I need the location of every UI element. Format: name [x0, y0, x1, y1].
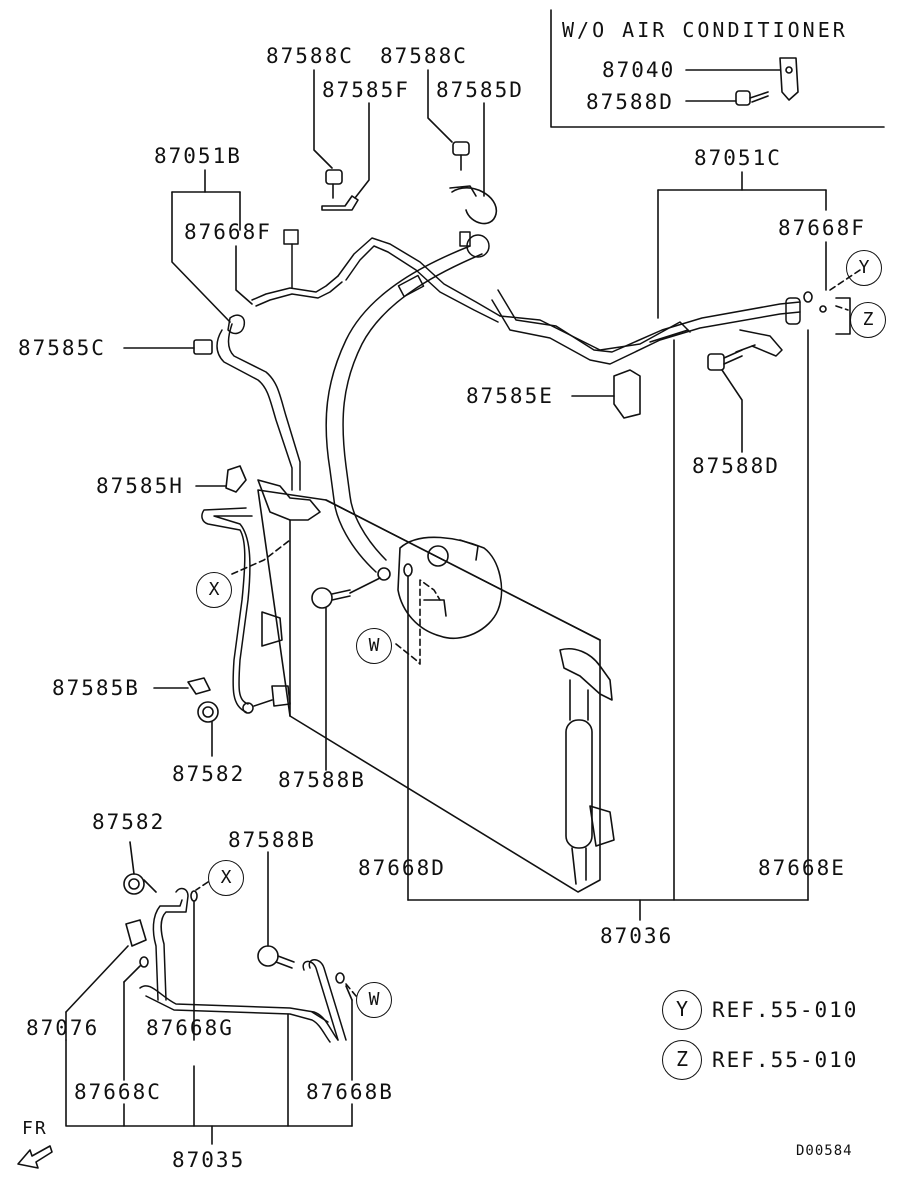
leader-87668F-left: [235, 245, 253, 305]
label-87668D: 87668D: [358, 856, 446, 880]
marker-x-upper: X: [196, 572, 232, 608]
nut-87582-upper: [197, 701, 219, 757]
o-ring-87668F-right: [803, 291, 827, 313]
clip-87585H: [195, 465, 247, 493]
fitting-87668D: [403, 563, 413, 901]
label-87051B: 87051B: [154, 144, 242, 168]
marker-y: Y: [846, 250, 882, 286]
label-87582-upper: 87582: [172, 762, 246, 786]
clip-87585B: [153, 677, 211, 695]
bolt-87588D-right: [707, 349, 743, 453]
ref-text-z: REF.55-010: [712, 1048, 859, 1072]
marker-w-bracket: [395, 579, 441, 665]
clip-87585C: [123, 339, 213, 355]
label-87051C: 87051C: [694, 146, 782, 170]
suction-pipe-left: [216, 229, 343, 491]
label-87588B-lower: 87588B: [228, 828, 316, 852]
bolt-87588C-right: [427, 69, 470, 171]
label-87582-lower: 87582: [92, 810, 166, 834]
clamp-87585D: [449, 102, 497, 225]
label-87036: 87036: [600, 924, 674, 948]
marker-z-bracket: [835, 297, 851, 335]
receiver-drier: [565, 679, 593, 885]
marker-w-upper: W: [356, 628, 392, 664]
label-87668B: 87668B: [306, 1080, 394, 1104]
marker-w-lower-leader: [345, 983, 357, 997]
inset-bolt: [685, 90, 769, 106]
front-label: FR: [22, 1118, 48, 1139]
label-87668F-left: 87668F: [184, 220, 272, 244]
bolt-87588B-upper: [311, 567, 391, 771]
leader-87051B: [171, 169, 241, 323]
label-87668F-right: 87668F: [778, 216, 866, 240]
switch-87076: [65, 919, 147, 1041]
ref-text-y: REF.55-010: [712, 998, 859, 1022]
label-87588B-upper: 87588B: [278, 768, 366, 792]
clip-87585F: [321, 102, 370, 211]
label-87585D: 87585D: [436, 78, 524, 102]
o-ring-87668C: [123, 956, 149, 1081]
label-87585C: 87585C: [18, 336, 106, 360]
ref-marker-y: Y: [662, 990, 702, 1030]
o-ring-87668G: [190, 890, 198, 1041]
marker-x-lower: X: [208, 860, 244, 896]
label-87668G: 87668G: [146, 1016, 234, 1040]
label-87588C-left: 87588C: [266, 44, 354, 68]
inset-title: W/O AIR CONDITIONER: [562, 18, 848, 42]
marker-x-lower-leader: [195, 881, 209, 891]
label-87668C: 87668C: [74, 1080, 162, 1104]
leader-87035: [65, 1013, 353, 1145]
diagram-code: D00584: [796, 1143, 853, 1159]
label-87585E: 87585E: [466, 384, 554, 408]
condenser: [257, 479, 615, 893]
liquid-pipe-upper-right: [491, 289, 801, 365]
marker-w-lower: W: [356, 982, 392, 1018]
label-87588D: 87588D: [692, 454, 780, 478]
leader-87036: [407, 329, 809, 921]
inset-bracket: [685, 57, 799, 101]
label-87040: 87040: [602, 58, 676, 82]
bolt-87588B-lower: [257, 851, 295, 969]
compressor: [397, 536, 503, 640]
leader-87051C: [657, 171, 827, 319]
front-arrow-icon: [17, 1145, 53, 1169]
label-87585F: 87585F: [322, 78, 410, 102]
ref-marker-z: Z: [662, 1040, 702, 1080]
label-87076: 87076: [26, 1016, 100, 1040]
marker-x-leader: [231, 539, 291, 575]
label-87588D-inset: 87588D: [586, 90, 674, 114]
nut-87582-lower: [123, 841, 157, 895]
clip-87585E: [571, 369, 641, 419]
o-ring-87668B: [335, 972, 353, 1081]
discharge-line-upper: [201, 507, 273, 714]
label-87668E: 87668E: [758, 856, 846, 880]
marker-z: Z: [850, 302, 886, 338]
discharge-line-lower: [139, 887, 347, 1043]
label-87035: 87035: [172, 1148, 246, 1172]
bolt-87588C-left: [313, 69, 343, 199]
suction-hose-main: [325, 231, 501, 573]
label-87585B: 87585B: [52, 676, 140, 700]
label-87585H: 87585H: [96, 474, 184, 498]
inset-border: [550, 9, 885, 128]
label-87588C-right: 87588C: [380, 44, 468, 68]
